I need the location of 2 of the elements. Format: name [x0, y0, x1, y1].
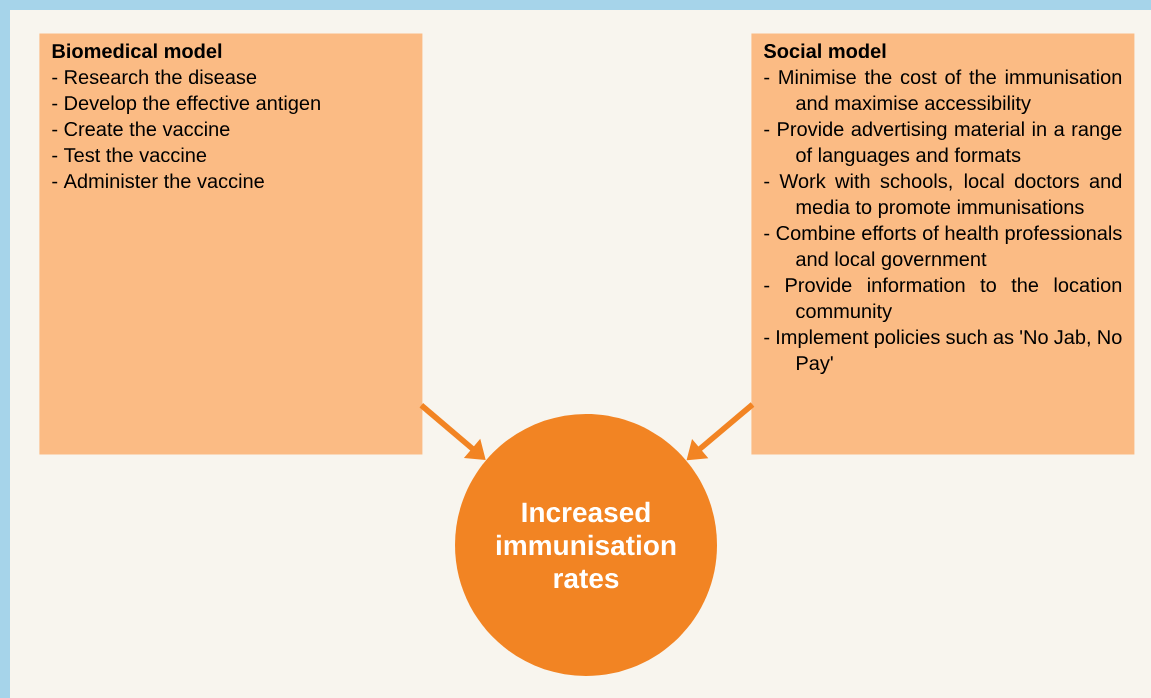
text-box: Biomedical model - Research the disease - Develop the effective antigen - Create the vaccine - Test the vaccine - Administer the vaccine [39, 33, 423, 455]
text-box: Social model - Minimise the cost of the immunisation and maximise accessibility - Provide advertising material in a range of languages and formats - Work with schools, local doctors and media to promote immunisations - Combine efforts of health professionals and local government - Provide information to the location community - Implement policies such as 'No Jab, No Pay' [751, 33, 1135, 455]
